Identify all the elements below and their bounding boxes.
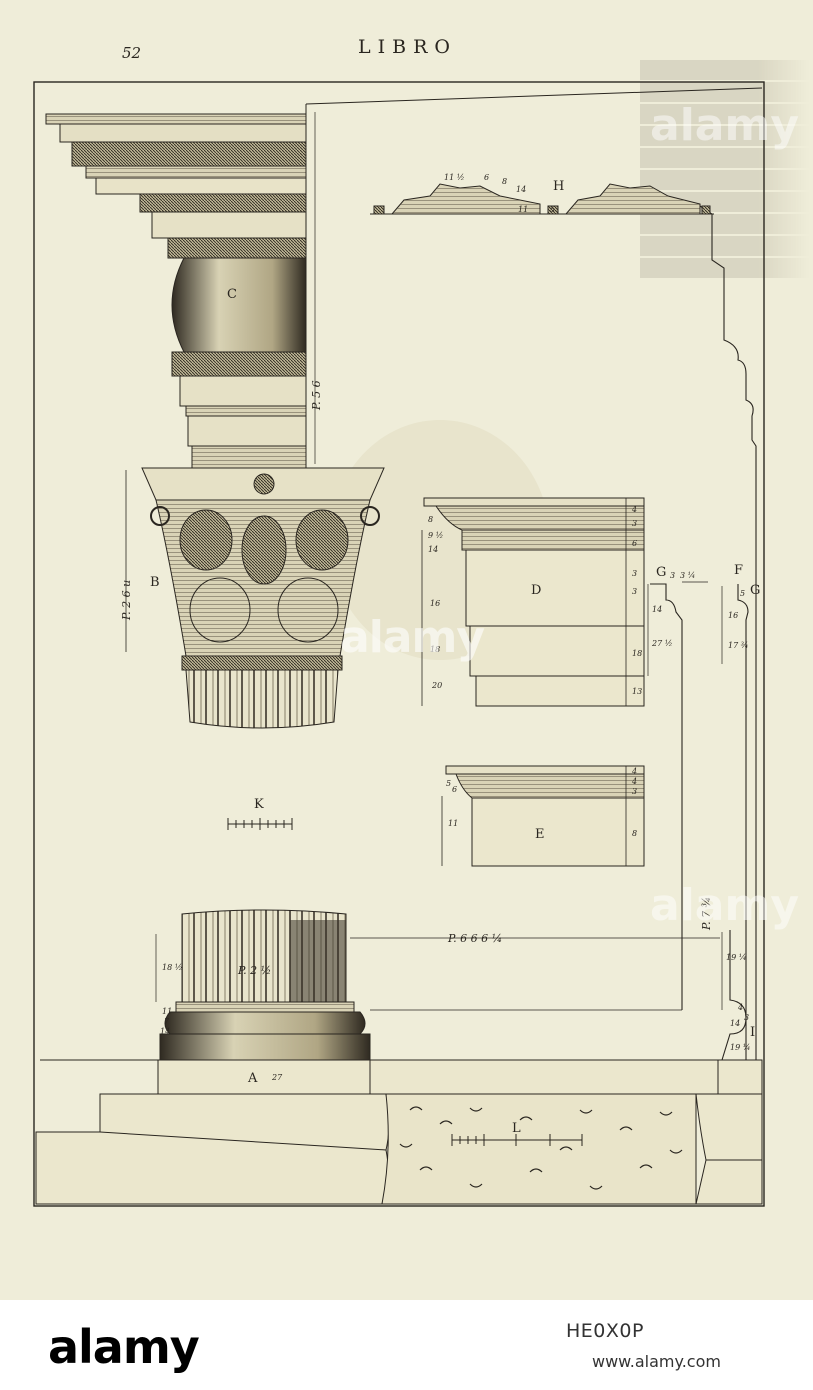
base-left-a: 11	[162, 1007, 172, 1016]
base-left-b: 7	[164, 1017, 170, 1026]
e-right-4: 8	[632, 829, 637, 838]
base-a-number: 27	[271, 1073, 283, 1082]
entablature-height-label: P. 5 6	[310, 380, 323, 411]
h-num-1: 11 ½	[444, 173, 464, 182]
running-head: LIBRO	[358, 36, 457, 58]
column-base: 11 7 14	[159, 1001, 371, 1061]
e-left-1: 5	[446, 779, 451, 788]
d-left-5: 18	[430, 645, 440, 654]
d-left-3: 14	[428, 545, 438, 554]
detail-g-f: G 3 3 ¼ 14 27 ½ F G 5 16 17 ¾	[647, 563, 760, 1060]
e-left-3: 11	[448, 819, 458, 828]
detail-d: D 8 9 ½ 14 16 18 20 4 3 6 3 3 18 13	[421, 497, 645, 707]
d-left-1: 8	[428, 515, 433, 524]
i-num-5: 19 ¼	[730, 1043, 750, 1052]
detail-e: E 5 6 11 4 4 3 8	[441, 765, 645, 867]
g-num-2: 3 ¼	[680, 571, 695, 580]
watermark: alamy	[340, 612, 485, 663]
image-id: HE0X0P	[566, 1320, 644, 1342]
capital-height-label: P. 2 6 u	[120, 580, 133, 621]
h-num-6: 11	[518, 205, 528, 214]
watermark-top: alamy	[650, 100, 799, 151]
foundation-l: L	[35, 1093, 763, 1205]
label-f: F	[734, 563, 743, 578]
side-height-label: P. 7 ¾	[700, 897, 713, 931]
d-right-3: 6	[632, 539, 637, 548]
label-g2: G	[750, 583, 760, 598]
label-c: C	[227, 287, 237, 302]
entablature-profile	[699, 205, 757, 1060]
upper-diameter-label: P. 2 ½	[237, 964, 271, 977]
h-num-2: 6	[484, 173, 489, 182]
architectural-plate: C P. 5 6 H 11 ½ 6 8 14 5 11	[33, 81, 765, 1207]
shaft-width-label: P. 6 6 6 ¼	[447, 932, 502, 945]
shaft-left-number: 18 ½	[162, 963, 182, 972]
detail-h: H 11 ½ 6 8 14 5 11	[370, 173, 714, 215]
f-num-3: 17 ¾	[728, 641, 748, 650]
label-e: E	[535, 827, 545, 842]
d-right-2: 3	[632, 519, 637, 528]
label-h: H	[553, 179, 564, 194]
label-l: L	[512, 1121, 521, 1136]
frieze-c	[171, 257, 307, 353]
alamy-logo: alamy	[48, 1320, 200, 1374]
g-num-4: 27 ½	[651, 639, 672, 648]
i-num-3: 14	[730, 1019, 740, 1028]
label-a: A	[247, 1071, 258, 1086]
i-num-2: 4	[737, 1003, 743, 1012]
g-num-3: 14	[652, 605, 662, 614]
d-right-6: 18	[632, 649, 642, 658]
site-url[interactable]: www.alamy.com	[592, 1352, 721, 1371]
d-left-4: 16	[430, 599, 440, 608]
h-num-4: 14	[516, 185, 526, 194]
page-number: 52	[122, 44, 142, 62]
label-k: K	[254, 797, 264, 812]
d-right-1: 4	[631, 505, 637, 514]
d-right-4: 3	[632, 569, 637, 578]
label-d: D	[531, 583, 541, 598]
i-num-1: 19 ¼	[726, 953, 746, 962]
detail-i: I 19 ¼ 4 14 3 19 ¼	[721, 930, 755, 1061]
h-num-5: 5	[550, 205, 555, 214]
scale-k: K	[227, 797, 293, 830]
corinthian-capital	[141, 467, 385, 729]
label-b: B	[150, 575, 160, 590]
h-num-3: 8	[502, 177, 507, 186]
label-i: I	[750, 1025, 755, 1040]
watermark-lower: alamy	[650, 880, 799, 931]
d-left-6: 20	[431, 681, 442, 690]
d-left-2: 9 ½	[428, 531, 443, 540]
f-num-1: 5	[740, 589, 745, 598]
column-shaft: P. 2 ½ 18 ½	[155, 909, 347, 1003]
d-right-5: 3	[632, 587, 637, 596]
e-right-2: 4	[631, 777, 637, 786]
plinth-a: A 27	[40, 1059, 763, 1095]
g-num-1: 3	[670, 571, 675, 580]
architrave	[171, 351, 307, 469]
d-right-7: 13	[632, 687, 642, 696]
plate-frame	[33, 81, 765, 1207]
label-g: G	[656, 565, 666, 580]
e-left-2: 6	[452, 785, 457, 794]
entablature	[45, 113, 307, 259]
e-right-1: 4	[631, 767, 637, 776]
e-right-3: 3	[632, 787, 637, 796]
f-num-2: 16	[728, 611, 738, 620]
base-left-c: 14	[160, 1027, 170, 1036]
i-num-4: 3	[744, 1013, 749, 1022]
stock-footer	[0, 1300, 813, 1390]
